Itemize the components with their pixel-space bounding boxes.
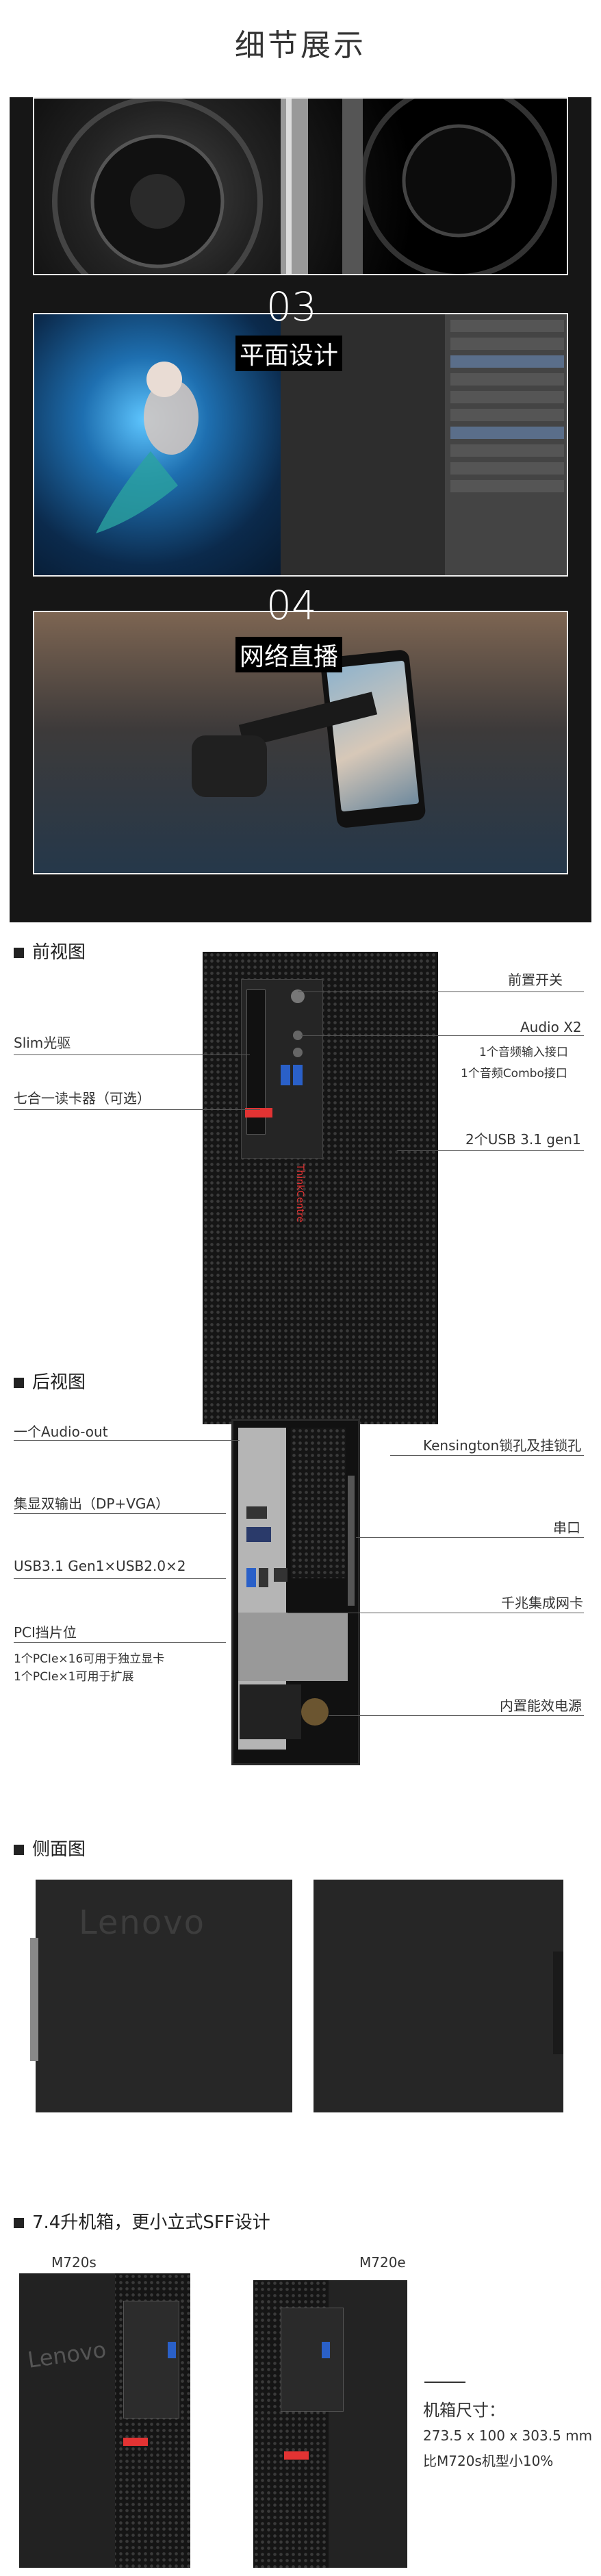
- m720s-red-badge: [123, 2438, 148, 2446]
- rear-lock-label: Kensington锁孔及挂锁孔: [423, 1437, 582, 1454]
- usb-port-1-icon: [281, 1065, 290, 1085]
- panel4-number: 04: [266, 582, 317, 629]
- psu-socket: [240, 1684, 301, 1739]
- brand-logo: ThinkCentre: [294, 1164, 305, 1223]
- phone-clamp: [192, 735, 267, 797]
- rear-pci-label: PCI挡片位: [14, 1624, 77, 1641]
- feature-showcase: 03 平面设计 04 网络直播: [10, 97, 591, 922]
- m720e-red-badge: [284, 2451, 309, 2460]
- callout-line: [14, 1440, 240, 1441]
- rear-vent: [291, 1428, 346, 1578]
- thinkcentre-red-badge: [245, 1108, 272, 1117]
- front-audio-label: Audio X2: [520, 1019, 582, 1035]
- front-usb-label: 2个USB 3.1 gen1: [465, 1131, 581, 1148]
- heading-square-icon: [14, 2218, 24, 2228]
- side-lenovo-logo: Lenovo: [79, 1904, 205, 1942]
- size-dimensions: 273.5 x 100 x 303.5 mm: [423, 2427, 593, 2444]
- front-power-label: 前置开关: [508, 972, 563, 988]
- panel3-label: 平面设计: [235, 336, 343, 371]
- mermaid-illustration: [96, 362, 199, 533]
- panel3-number: 03: [266, 283, 317, 330]
- callout-line: [14, 1578, 226, 1579]
- m720s-usb-icon: [168, 2342, 176, 2358]
- rear-audio-out-label: 一个Audio-out: [14, 1424, 108, 1440]
- speaker-graphic: [52, 99, 557, 274]
- size-note: 比M720s机型小10%: [423, 2453, 554, 2469]
- front-tower-side: [203, 952, 244, 1424]
- front-card-label: 七合一读卡器（可选）: [14, 1090, 151, 1107]
- callout-line: [14, 1642, 226, 1643]
- audio-in-jack-icon: [293, 1031, 303, 1040]
- rear-display-label: 集显双输出（DP+VGA）: [14, 1495, 170, 1512]
- side-panel-right: [314, 1880, 563, 2112]
- model-m720e-label: M720e: [359, 2254, 406, 2271]
- m720e-front-panel: [281, 2308, 344, 2412]
- size-divider: [424, 2382, 465, 2383]
- usb-port-2-icon: [293, 1065, 303, 1085]
- compare-heading: 7.4升机箱，更小立式SFF设计: [14, 2208, 270, 2234]
- callout-line: [356, 1537, 584, 1538]
- rear-pci1-label: 1个PCIe×16可用于独立显卡: [14, 1652, 165, 1666]
- callout-line: [301, 1035, 584, 1036]
- heading-square-icon: [14, 1378, 24, 1388]
- side-panel-left: [36, 1880, 292, 2112]
- callout-line: [390, 1455, 584, 1456]
- vga-port-icon: [246, 1527, 271, 1542]
- rear-view-heading: 后视图: [14, 1368, 86, 1393]
- rear-psu-label: 内置能效电源: [500, 1697, 582, 1714]
- heading-square-icon: [14, 948, 24, 958]
- smartphone: [320, 648, 426, 829]
- model-m720s-label: M720s: [51, 2254, 97, 2271]
- size-title: 机箱尺寸：: [423, 2401, 505, 2420]
- rear-serial-label: 串口: [553, 1519, 580, 1536]
- front-slim-label: Slim光驱: [14, 1035, 71, 1051]
- heading-square-icon: [14, 1845, 24, 1855]
- rear-pci2-label: 1个PCIe×1可用于扩展: [14, 1670, 134, 1684]
- rear-usb-label: USB3.1 Gen1×USB2.0×2: [14, 1558, 186, 1574]
- callout-line: [14, 1513, 226, 1514]
- front-audio-combo-label: 1个音频Combo接口: [461, 1067, 567, 1081]
- m720s-front-panel: [123, 2301, 179, 2419]
- side-front-edge: [553, 1952, 563, 2054]
- ethernet-port-icon: [274, 1568, 287, 1582]
- pci-slot-covers: [238, 1613, 348, 1681]
- dp-port-icon: [246, 1506, 267, 1519]
- m720e-usb-icon: [322, 2342, 330, 2358]
- front-view-heading: 前视图: [14, 938, 86, 963]
- side-view-heading: 侧面图: [14, 1835, 86, 1860]
- layers-panel: [445, 314, 567, 575]
- callout-line: [14, 1109, 260, 1110]
- rear-usb-icon: [246, 1568, 256, 1587]
- page-title: 细节展示: [235, 28, 366, 63]
- lock-slot-icon: [348, 1476, 355, 1606]
- rear-usb2-icon: [259, 1568, 268, 1587]
- power-button-icon: [291, 989, 305, 1003]
- speaker-image: [33, 97, 568, 275]
- rear-lan-label: 千兆集成网卡: [501, 1595, 583, 1611]
- front-audio-in-label: 1个音频输入接口: [479, 1046, 568, 1059]
- callout-line: [329, 1715, 584, 1716]
- audio-combo-jack-icon: [293, 1048, 303, 1057]
- side-rear-edge: [30, 1938, 38, 2061]
- psu-fan-icon: [301, 1698, 329, 1726]
- callout-line: [397, 1150, 584, 1151]
- m720s-side-panel: [19, 2273, 115, 2568]
- panel4-label: 网络直播: [235, 637, 343, 672]
